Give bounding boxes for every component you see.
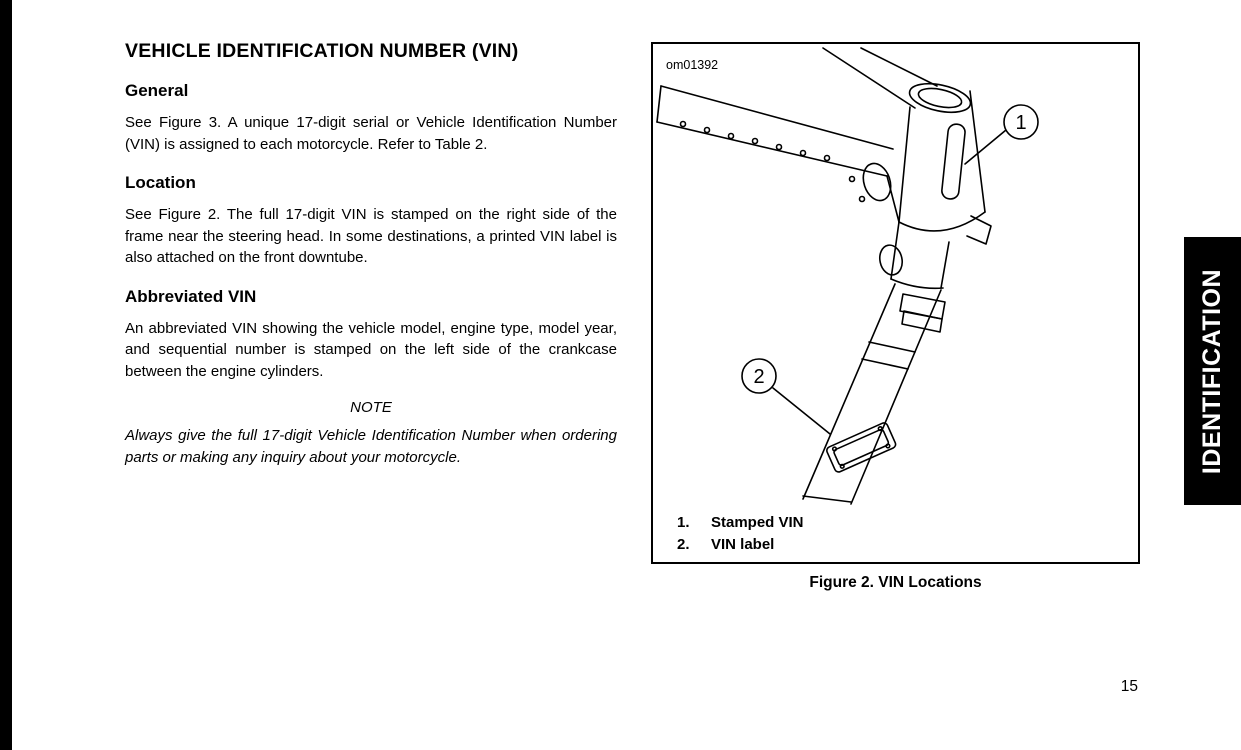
identification-tab: IDENTIFICATION	[1184, 237, 1241, 505]
frame-bracket	[899, 293, 946, 333]
section-body-abbreviated-vin: An abbreviated VIN showing the vehicle m…	[125, 319, 617, 380]
figure-legend: 1. Stamped VIN 2. VIN label	[677, 512, 804, 556]
vin-label-plate	[826, 422, 897, 473]
frame-holes	[862, 162, 950, 289]
tab-label: IDENTIFICATION	[1198, 268, 1227, 474]
callout-1-number: 1	[1015, 112, 1026, 134]
vin-locations-diagram: 1 2	[656, 47, 1039, 505]
figure-code: om01392	[666, 58, 719, 72]
callout-2-number: 2	[753, 366, 764, 388]
figure-box: om01392	[651, 42, 1140, 564]
backbone-tube	[822, 47, 938, 109]
figure-caption: Figure 2. VIN Locations	[809, 574, 982, 591]
section-heading-location: Location	[125, 173, 196, 192]
section-heading-general: General	[125, 81, 189, 100]
left-edge-bar	[0, 0, 12, 750]
callout-2	[741, 358, 831, 435]
legend-row-2: 2. VIN label	[677, 534, 804, 556]
legend-row-1: 1. Stamped VIN	[677, 512, 804, 534]
legend-number: 2.	[677, 536, 690, 553]
legend-label: VIN label	[711, 536, 775, 553]
page-title: VEHICLE IDENTIFICATION NUMBER (VIN)	[125, 40, 519, 62]
frame-gusset-plate	[656, 85, 894, 203]
steering-head	[898, 82, 992, 245]
section-heading-abbreviated-vin: Abbreviated VIN	[125, 286, 257, 306]
page-number: 15	[1120, 678, 1138, 695]
note-label: NOTE	[350, 399, 392, 416]
callout-1	[964, 104, 1039, 165]
front-downtube	[802, 278, 944, 505]
article: VEHICLE IDENTIFICATION NUMBER (VIN) Gene…	[125, 40, 617, 468]
note-body: Always give the full 17-digit Vehicle Id…	[125, 427, 617, 466]
legend-number: 1.	[677, 514, 690, 531]
section-body-location: See Figure 2. The full 17-digit VIN is s…	[125, 206, 617, 266]
legend-label: Stamped VIN	[711, 514, 804, 531]
section-body-general: See Figure 3. A unique 17-digit serial o…	[125, 114, 617, 153]
